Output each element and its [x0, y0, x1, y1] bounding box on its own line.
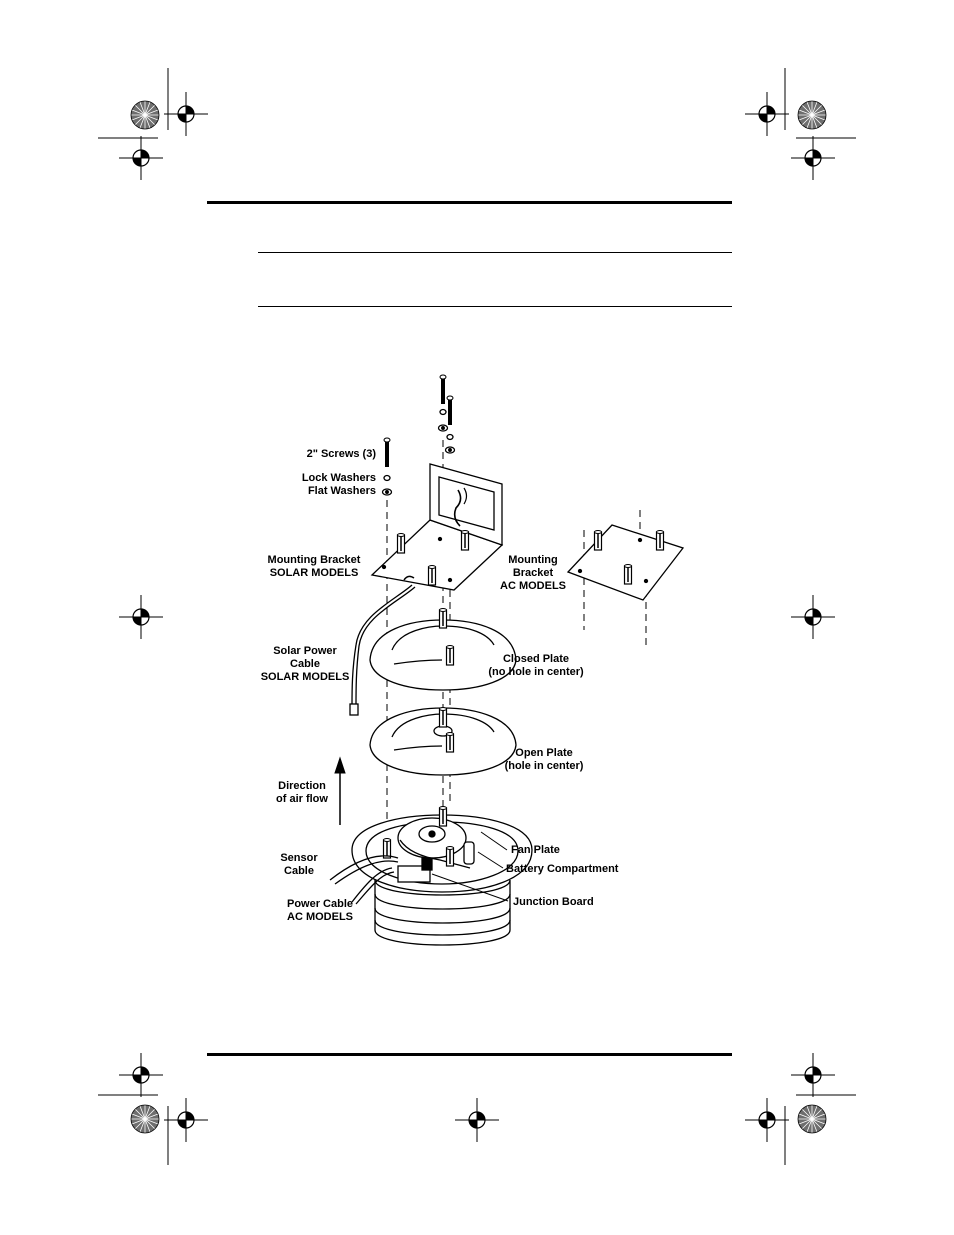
label-solar-power-cable: Solar Power Cable SOLAR MODELS: [255, 645, 355, 684]
label-mounting-bracket-ac: Mounting Bracket AC MODELS: [493, 554, 573, 593]
label-line: Mounting: [508, 554, 558, 566]
washers: [381, 408, 456, 496]
label-line: Cable: [290, 658, 320, 670]
label-lock-washers: Lock Washers: [301, 472, 376, 484]
label-power-cable: Power Cable AC MODELS: [280, 898, 360, 924]
label-line: Direction: [278, 780, 326, 792]
label-line: SOLAR MODELS: [260, 671, 350, 683]
label-fan-plate: Fan Plate: [511, 844, 560, 856]
label-junction-board: Junction Board: [513, 896, 594, 908]
label-line: AC MODELS: [500, 580, 566, 592]
mounting-bracket-solar: [370, 463, 504, 591]
label-line: Bracket: [512, 567, 554, 579]
label-line: Open Plate: [515, 747, 573, 759]
label-line: Solar Power: [273, 645, 337, 657]
label-line: (hole in center): [504, 760, 584, 772]
solar-power-cable: [349, 584, 416, 716]
label-line: SOLAR MODELS: [269, 567, 359, 579]
header-rule: [207, 201, 732, 204]
label-open-plate: Open Plate (hole in center): [489, 747, 599, 773]
airflow-arrow: [334, 756, 346, 825]
closed-plate: [369, 619, 517, 691]
label-line: of air flow: [276, 793, 328, 805]
screws: [383, 374, 454, 467]
label-line: Cable: [284, 865, 314, 877]
label-battery-compartment: Battery Compartment: [506, 863, 619, 875]
footer-rule: [207, 1053, 732, 1056]
box-bottom-rule: [258, 306, 732, 307]
starburst-targets: [130, 100, 827, 1134]
leader-lines: [431, 831, 509, 902]
label-line: Power Cable: [286, 898, 354, 910]
label-line: Sensor: [280, 852, 318, 864]
label-airflow: Direction of air flow: [262, 780, 342, 806]
label-sensor-cable: Sensor Cable: [268, 852, 330, 878]
box-top-rule: [258, 252, 732, 253]
label-line: Mounting Bracket: [267, 554, 361, 566]
label-closed-plate: Closed Plate (no hole in center): [481, 653, 591, 679]
label-line: AC MODELS: [287, 911, 353, 923]
label-line: (no hole in center): [488, 666, 584, 678]
crop-marks: [98, 68, 856, 1165]
label-flat-washers: Flat Washers: [307, 485, 376, 497]
sensor-and-power-cables: [329, 855, 399, 905]
label-screws: 2" Screws (3): [306, 448, 376, 460]
label-mounting-bracket-solar: Mounting Bracket SOLAR MODELS: [259, 554, 369, 580]
mounting-bracket-ac: [566, 524, 685, 601]
label-line: Closed Plate: [502, 653, 570, 665]
registration-marks: [118, 91, 836, 1143]
